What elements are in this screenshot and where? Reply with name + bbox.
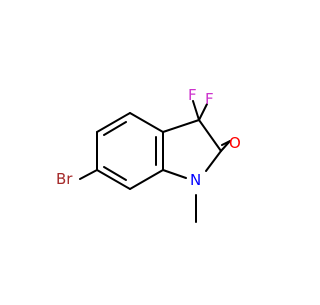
bond-c4-c5	[96, 112, 131, 133]
bond-c3-f2	[198, 103, 208, 121]
bond-c3-f1	[192, 100, 200, 121]
atom-label-f2: F	[205, 90, 214, 108]
bond-n-c7a	[162, 169, 187, 179]
lactam-ring	[162, 119, 222, 179]
bond-c5-c5-inner	[103, 121, 127, 136]
bond-c7-c7a	[129, 169, 164, 190]
bond-c6-c7-inner	[103, 166, 127, 181]
bond-c3a-c3	[162, 119, 200, 133]
atom-label-o: O	[229, 134, 241, 152]
bond-c3-c2	[198, 119, 222, 152]
structure-svg: F F O N Br	[56, 86, 241, 223]
benzene-ring	[96, 112, 164, 190]
atom-label-n: N	[190, 171, 201, 189]
molecule-structure: F F O N Br	[56, 86, 241, 223]
bond-c2-o-outer	[220, 141, 230, 152]
atom-label-f1: F	[188, 86, 197, 104]
bond-c6-br	[79, 169, 98, 180]
atom-label-br: Br	[56, 170, 73, 188]
bond-c3a-c4	[129, 112, 164, 133]
bond-c2-n	[205, 150, 222, 172]
bond-c6-c7	[96, 169, 131, 190]
